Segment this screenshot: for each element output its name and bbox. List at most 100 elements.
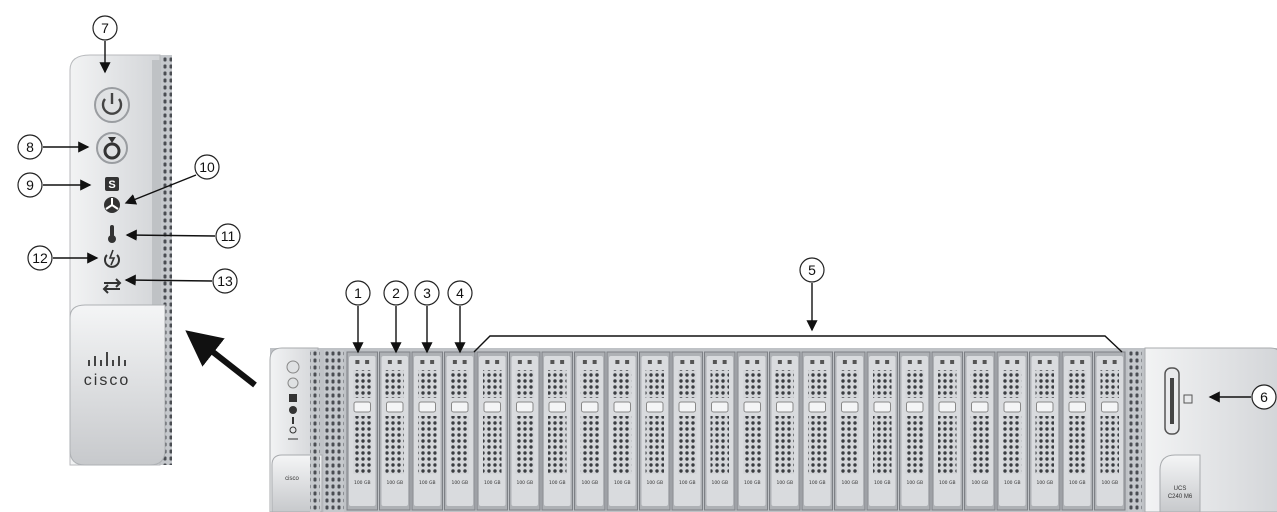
drive-capacity-label: 100 GB: [484, 480, 501, 486]
drive-bay[interactable]: 100 GB: [1061, 351, 1093, 511]
drive-capacity-label: 100 GB: [1101, 480, 1118, 486]
right-handle: [1159, 454, 1201, 512]
drive-capacity-label: 100 GB: [451, 480, 468, 486]
svg-text:12: 12: [32, 250, 48, 266]
drive-bay[interactable]: 100 GB: [769, 351, 801, 511]
svg-text:3: 3: [423, 285, 431, 301]
drive-capacity-label: 100 GB: [614, 480, 631, 486]
callout-11: 11: [125, 223, 241, 249]
left-ear-icons: [286, 360, 300, 440]
drive-bay[interactable]: 100 GB: [411, 351, 443, 511]
drive-capacity-label: 100 GB: [646, 480, 663, 486]
drive-capacity-label: 100 GB: [1004, 480, 1021, 486]
svg-text:5: 5: [808, 262, 816, 278]
drive-bay[interactable]: 100 GB: [346, 351, 378, 511]
svg-text:7: 7: [101, 20, 109, 36]
model-line-1: UCS: [1174, 486, 1187, 492]
identify-icon: [96, 132, 128, 164]
callout-4: 4: [447, 280, 473, 354]
drive-bay[interactable]: 100 GB: [964, 351, 996, 511]
callout-2: 2: [383, 280, 409, 354]
drive-capacity-label: 100 GB: [386, 480, 403, 486]
drive-bay[interactable]: 100 GB: [801, 351, 833, 511]
drive-bay[interactable]: 100 GB: [899, 351, 931, 511]
svg-text:9: 9: [26, 177, 34, 193]
system-status-icon: S: [105, 177, 119, 191]
left-handle: [271, 454, 323, 512]
network-link-icon: [102, 278, 122, 294]
drive-bay[interactable]: 100 GB: [1029, 351, 1061, 511]
callout-9: 9: [17, 172, 92, 198]
fan-status-icon: [104, 197, 120, 213]
drive-capacity-label: 100 GB: [809, 480, 826, 486]
model-line-2: C240 M6: [1168, 494, 1193, 500]
cisco-logo-text-small: cisco: [285, 476, 299, 482]
callout-12: 12: [27, 245, 99, 271]
svg-text:11: 11: [221, 228, 236, 244]
temperature-icon: [108, 225, 116, 243]
drive-capacity-label: 100 GB: [1069, 480, 1086, 486]
drive-bay[interactable]: 100 GB: [606, 351, 638, 511]
svg-text:13: 13: [217, 273, 233, 289]
drive-capacity-label: 100 GB: [744, 480, 761, 486]
drive-bay[interactable]: 100 GB: [931, 351, 963, 511]
callout-6: 6: [1208, 384, 1277, 410]
drive-bay[interactable]: 100 GB: [541, 351, 573, 511]
zoom-pointer-arrow: [185, 330, 257, 388]
drive-bay[interactable]: 100 GB: [834, 351, 866, 511]
callout-13: 13: [124, 268, 238, 294]
drive-bay[interactable]: 100 GB: [996, 351, 1028, 511]
cisco-logo-bars-large: [88, 352, 126, 366]
zoomed-control-panel: S cisc: [69, 54, 172, 466]
svg-text:S: S: [108, 179, 115, 191]
drive-capacity-label: 100 GB: [581, 480, 598, 486]
drive-capacity-label: 100 GB: [874, 480, 891, 486]
drive-bay[interactable]: 100 GB: [574, 351, 606, 511]
cisco-logo-text-large: cisco: [84, 372, 130, 389]
callout-8: 8: [17, 134, 90, 160]
drive-bay[interactable]: 100 GB: [736, 351, 768, 511]
callout-1: 1: [345, 280, 371, 354]
callout-7: 7: [92, 15, 118, 74]
left-vent: [310, 350, 320, 512]
drive-capacity-label: 100 GB: [776, 480, 793, 486]
drive-bays: 100 GB 100 GB 100 GB 100 GB 100 GB 100 GB 100 …: [346, 351, 1126, 511]
right-vent: [1128, 350, 1142, 512]
kvm-port-icon: [1183, 394, 1193, 404]
drive-capacity-label: 100 GB: [971, 480, 988, 486]
callout-3: 3: [414, 280, 440, 354]
drive-bay[interactable]: 100 GB: [866, 351, 898, 511]
drive-capacity-label: 100 GB: [419, 480, 436, 486]
drive-bay[interactable]: 100 GB: [379, 351, 411, 511]
callout-10: 10: [124, 154, 220, 205]
drive-capacity-label: 100 GB: [711, 480, 728, 486]
svg-text:2: 2: [392, 285, 400, 301]
drive-capacity-label: 100 GB: [549, 480, 566, 486]
bracket-drives-5-24: [473, 335, 1123, 353]
drive-capacity-label: 100 GB: [939, 480, 956, 486]
drive-bay[interactable]: 100 GB: [476, 351, 508, 511]
svg-text:8: 8: [26, 139, 34, 155]
zoom-rack-handle: [69, 304, 166, 466]
drive-capacity-label: 100 GB: [354, 480, 371, 486]
drive-bay[interactable]: 100 GB: [444, 351, 476, 511]
drive-capacity-label: 100 GB: [841, 480, 858, 486]
power-icon: [94, 87, 130, 123]
drive-capacity-label: 100 GB: [1036, 480, 1053, 486]
drive-capacity-label: 100 GB: [516, 480, 533, 486]
left-vent-2: [324, 350, 344, 512]
callout-5: 5: [473, 257, 1123, 353]
drive-bay[interactable]: 100 GB: [671, 351, 703, 511]
drive-capacity-label: 100 GB: [906, 480, 923, 486]
drive-capacity-label: 100 GB: [679, 480, 696, 486]
drive-bay[interactable]: 100 GB: [704, 351, 736, 511]
drive-bay[interactable]: 100 GB: [639, 351, 671, 511]
svg-text:6: 6: [1260, 389, 1268, 405]
drive-bay[interactable]: 100 GB: [509, 351, 541, 511]
zoom-panel-edge: [152, 60, 160, 460]
power-supply-status-icon: [104, 249, 120, 268]
svg-text:1: 1: [354, 285, 362, 301]
drive-bay[interactable]: 100 GB: [1094, 351, 1126, 511]
